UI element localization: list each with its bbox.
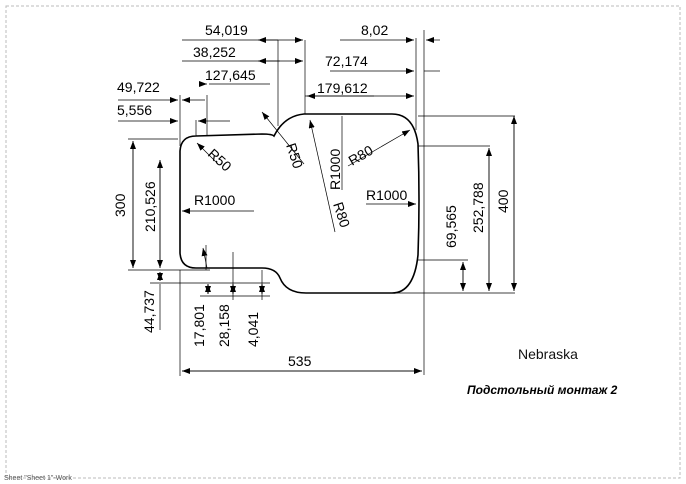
dim-5-556: 5,556 [117, 102, 152, 118]
radius-r1000-right: R1000 [366, 187, 407, 203]
sheet-frame [5, 5, 681, 479]
dim-17-801: 17,801 [191, 304, 207, 347]
dim-210-526: 210,526 [142, 181, 158, 232]
dim-8-02: 8,02 [361, 22, 388, 38]
sink-outline [179, 113, 420, 294]
model-name: Nebraska [518, 346, 578, 362]
dim-69-565: 69,565 [443, 205, 459, 248]
sheet-label: Sheet "Sheet 1"-Work [4, 475, 72, 482]
dim-535: 535 [288, 353, 312, 369]
dim-72-174: 72,174 [325, 53, 368, 69]
dim-300: 300 [112, 193, 128, 217]
radius-r1000-left: R1000 [194, 192, 235, 208]
radius-r1000-top: R1000 [327, 149, 343, 190]
dim-54-019: 54,019 [205, 22, 248, 38]
dim-127-645: 127,645 [205, 67, 256, 83]
dim-49-722: 49,722 [117, 79, 160, 95]
mounting-caption: Подстольный монтаж 2 [467, 383, 618, 397]
radius-r80-top-right: R80 [346, 142, 376, 169]
radius-r80-diagonal: R80 [330, 200, 353, 230]
dim-179-612: 179,612 [317, 80, 368, 96]
dim-400: 400 [495, 189, 511, 213]
dim-38-252: 38,252 [193, 44, 236, 60]
dim-4-041: 4,041 [245, 312, 261, 347]
dim-28-158: 28,158 [216, 304, 232, 347]
radius-r50-left: R50 [205, 145, 235, 174]
dim-252-788: 252,788 [470, 182, 486, 233]
dimension-lines [118, 37, 517, 374]
radius-leaders [196, 111, 411, 269]
radius-r50-middle: R50 [283, 141, 306, 171]
extension-lines [128, 30, 515, 376]
dim-44-737: 44,737 [141, 290, 157, 333]
